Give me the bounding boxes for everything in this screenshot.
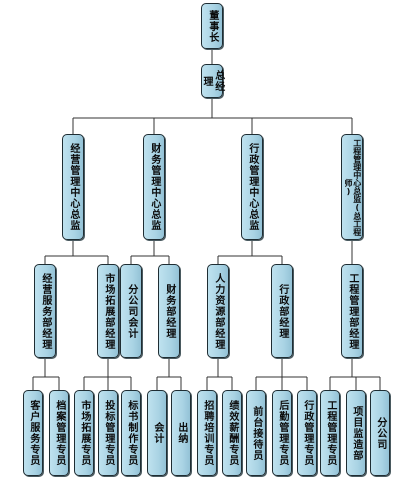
admin-director-box: 行政管理中心总监 <box>241 134 263 240</box>
bidding-staff-box: 投标管理专员 <box>98 390 118 476</box>
logistics-staff-box: 后勤管理专员 <box>272 390 292 476</box>
reception-staff-box: 前台接待员 <box>246 390 266 476</box>
finance-manager-box: 财务部经理 <box>158 264 180 358</box>
engineering-director-box: 工程管理中心总监(总工程师) <box>341 134 363 240</box>
recruiting-staff-box: 招聘培训专员 <box>197 390 217 476</box>
market-manager-box: 市场拓展部经理 <box>97 264 119 358</box>
project-supervision-box: 项目监造部 <box>346 390 366 476</box>
general-manager-box: 总经理 <box>201 64 224 98</box>
admin-staff-box: 行政管理专员 <box>297 390 317 476</box>
customer-service-manager-box: 经营服务部经理 <box>34 264 56 358</box>
customer-service-staff-box: 客户服务专员 <box>23 390 43 476</box>
tender-docs-staff-box: 标书制作专员 <box>121 390 141 476</box>
operations-director-box: 经营管理中心总监 <box>62 134 84 240</box>
hr-manager-box: 人力资源部经理 <box>207 264 229 358</box>
subsidiary-box: 分公司 <box>370 390 390 476</box>
branch-accountant-box: 分公司会计 <box>120 264 142 358</box>
archive-staff-box: 档案管理专员 <box>49 390 69 476</box>
engineering-manager-box: 工程管理部经理 <box>341 264 363 358</box>
admin-manager-box: 行政部经理 <box>271 264 293 358</box>
accountant-box: 会计 <box>147 390 167 476</box>
engineering-staff-box: 工程管理专员 <box>320 390 340 476</box>
compensation-staff-box: 绩效薪酬专员 <box>222 390 242 476</box>
cashier-box: 出纳 <box>171 390 191 476</box>
chairman-box: 董事长 <box>201 3 223 49</box>
market-expansion-staff-box: 市场拓展专员 <box>74 390 94 476</box>
finance-director-box: 财务管理中心总监 <box>143 134 165 240</box>
